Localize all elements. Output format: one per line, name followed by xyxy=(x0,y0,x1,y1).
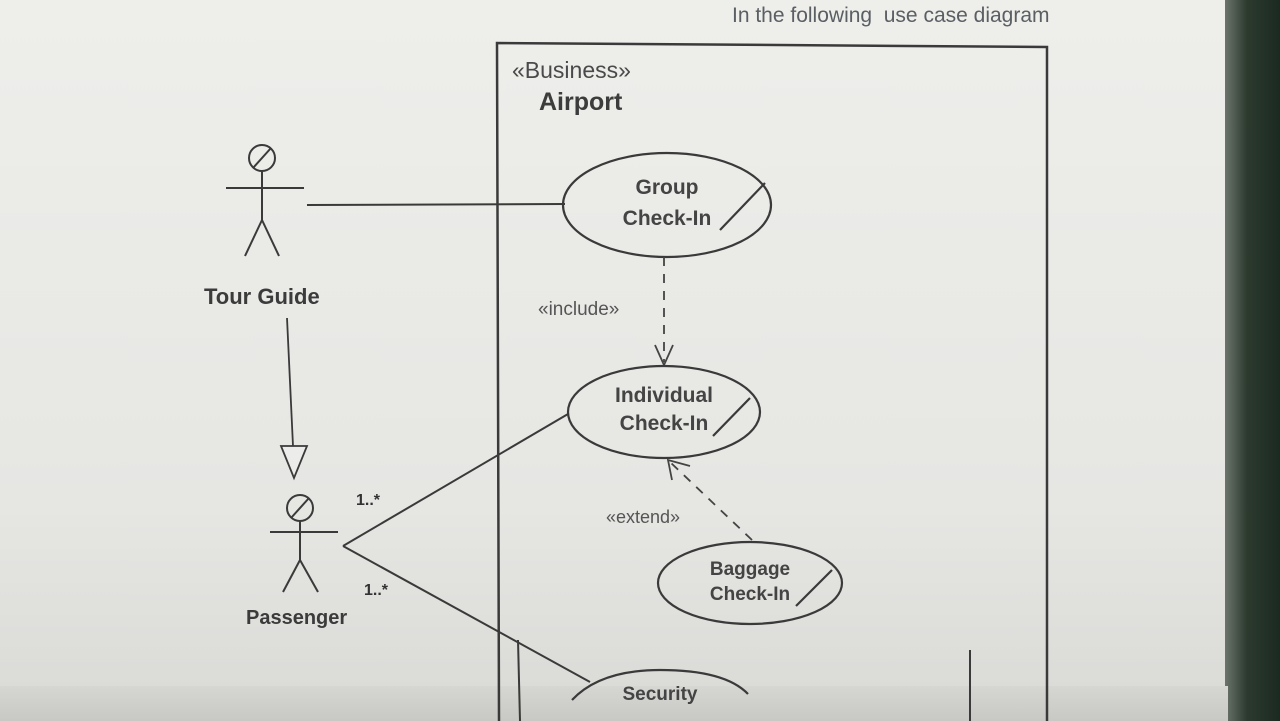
passenger-actor xyxy=(270,494,338,593)
association-tourguide-group xyxy=(306,203,566,206)
baggage-checkin-line1: Baggage xyxy=(709,559,791,580)
extend-label: «extend» xyxy=(606,507,681,527)
multiplicity-upper: 1..* xyxy=(356,492,381,509)
group-checkin-line2: Check-In xyxy=(622,207,712,230)
include-label: «include» xyxy=(538,299,620,320)
tour-guide-actor xyxy=(226,144,304,257)
system-boundary-inner xyxy=(517,639,521,721)
passenger-label: Passenger xyxy=(246,607,348,629)
screen-area xyxy=(0,0,1228,721)
baggage-checkin-text: Baggage Check-In xyxy=(690,557,810,607)
generalization-arrow xyxy=(279,317,309,481)
group-checkin-text: Group Check-In xyxy=(597,172,737,234)
multiplicity-lower: 1..* xyxy=(364,582,389,599)
association-passenger-individual xyxy=(342,413,569,547)
include-dependency xyxy=(654,257,674,368)
question-heading: In the following use case diagram xyxy=(732,4,1050,27)
individual-checkin-text: Individual Check-In xyxy=(594,382,734,438)
security-text: Security xyxy=(622,684,698,705)
monitor-bezel xyxy=(1225,0,1280,721)
individual-checkin-line2: Check-In xyxy=(619,412,709,435)
extend-dependency xyxy=(666,458,753,541)
baggage-checkin-line2: Check-In xyxy=(709,584,791,605)
system-stereotype: «Business» xyxy=(512,57,631,83)
use-case-security xyxy=(571,668,749,701)
screen-bottom-edge xyxy=(0,686,1228,721)
system-name: Airport xyxy=(539,88,623,116)
association-passenger-security xyxy=(342,545,591,683)
use-case-baggage-checkin xyxy=(656,540,844,626)
system-boundary xyxy=(495,41,1049,721)
use-case-individual-checkin xyxy=(566,364,762,460)
individual-checkin-line1: Individual xyxy=(614,384,713,407)
use-case-diagram xyxy=(226,41,1049,721)
use-case-group-checkin xyxy=(561,151,773,259)
group-checkin-line1: Group xyxy=(635,176,699,199)
tour-guide-label: Tour Guide xyxy=(204,284,320,309)
